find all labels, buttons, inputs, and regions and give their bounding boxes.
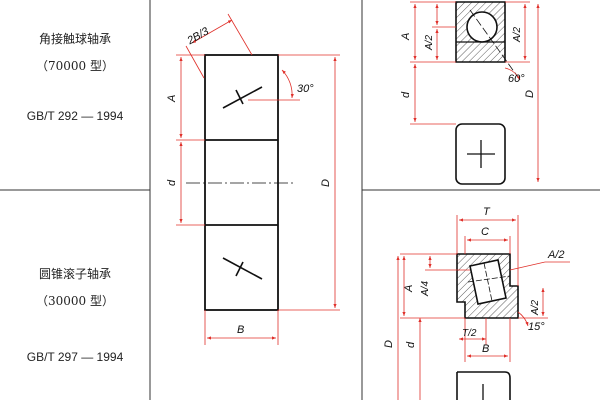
d2-dim-a2-right-label: A/2 <box>512 27 523 43</box>
bearing-name-tapered-roller: 圆锥滚子轴承 <box>38 267 111 281</box>
dim-big-d-label: D <box>320 179 332 187</box>
d3-dim-c-label: C <box>481 226 489 238</box>
d2-dim-big-d-label: D <box>524 90 536 98</box>
d3-dim-t2-label: T/2 <box>462 328 477 339</box>
d3-dim-d-label: d <box>405 341 417 348</box>
standard-tapered-roller: GB/T 297 — 1994 <box>26 350 124 364</box>
d2-dim-d-label: d <box>400 91 412 98</box>
dim-2b3-label: 2B/3 <box>185 25 212 48</box>
d2-angle-60-label: 60° <box>508 73 525 85</box>
d3-dim-big-d-label: D <box>383 340 395 348</box>
bearing-type-angular-contact: （70000 型） <box>36 59 114 73</box>
d3-dim-a-label: A <box>403 285 415 293</box>
standard-angular-contact: GB/T 292 — 1994 <box>26 109 124 123</box>
dim-d-label: d <box>166 179 178 186</box>
dim-a-label: A <box>166 95 178 103</box>
bearing-name-angular-contact: 角接触球轴承 <box>38 32 111 46</box>
drawing-angular-contact-simplified: 2B/3 30° A d D B <box>166 13 340 345</box>
dim-angle-30-label: 30° <box>297 83 314 95</box>
d3-dim-t-label: T <box>483 206 491 218</box>
d3-angle-15-label: 15° <box>528 321 545 333</box>
drawing-angular-contact-section: A A/2 A/2 d D 60° <box>400 1 540 185</box>
d3-dim-a2-right-label: A/2 <box>530 300 541 316</box>
d2-dim-a-label: A <box>400 33 412 41</box>
drawing-tapered-roller-section: T C A/2 A/4 A A/2 T/2 15° B D d <box>383 206 570 400</box>
d3-dim-a4-label: A/4 <box>420 281 431 297</box>
d2-dim-a2-left-label: A/2 <box>424 35 435 51</box>
bearing-type-tapered-roller: （30000 型） <box>36 294 114 308</box>
d3-dim-b-label: B <box>482 343 489 355</box>
dim-b-label: B <box>237 324 244 336</box>
d3-dim-a2-top-label: A/2 <box>547 249 565 261</box>
